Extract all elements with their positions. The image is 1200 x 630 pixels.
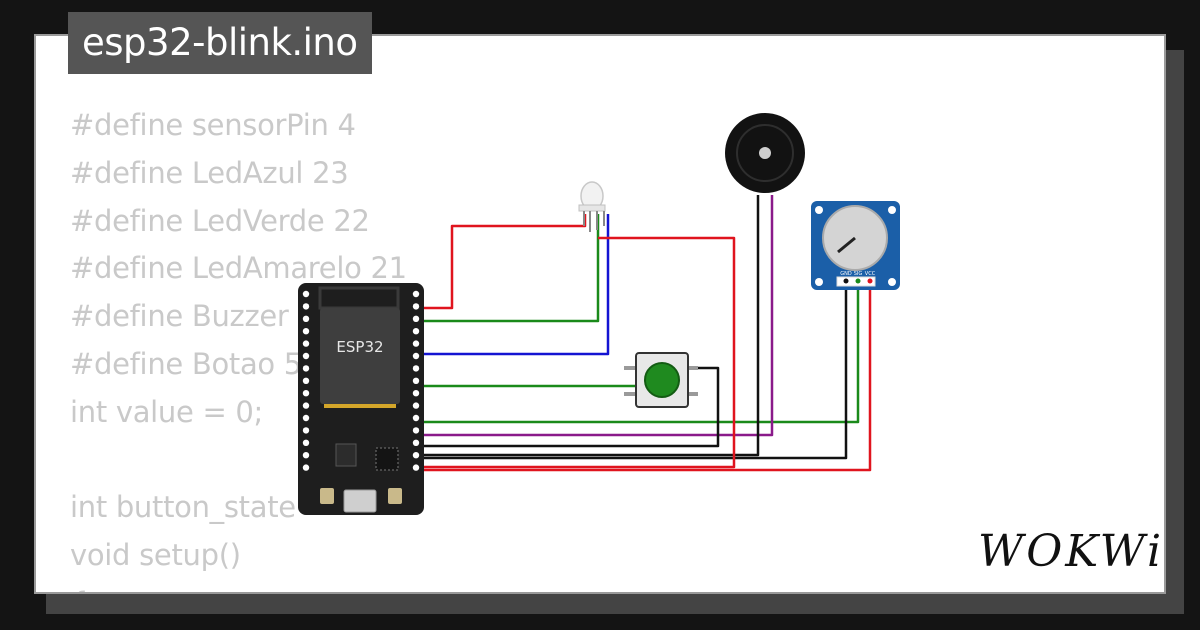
board-pin (302, 377, 310, 384)
code-line: #define LedAmarelo 21 (70, 251, 407, 286)
code-line: { (70, 580, 407, 592)
wire-blue-led[interactable] (416, 214, 610, 356)
pot-pin-label-gnd: GND (840, 271, 852, 277)
pot-pin (855, 278, 861, 284)
buzzer-hole (759, 147, 771, 159)
code-line: #define LedAzul 23 (70, 155, 349, 190)
esp32-module (320, 308, 400, 404)
board-pin (412, 328, 420, 335)
pot-pin (867, 278, 873, 284)
reset-button[interactable] (388, 488, 402, 504)
potentiometer[interactable]: GND SIG VCC (811, 201, 900, 290)
button-leg (686, 366, 698, 370)
pin-header-left (302, 290, 310, 471)
board-pin (302, 303, 310, 310)
board-pin (412, 464, 420, 471)
wire-red-led-return[interactable] (416, 236, 736, 469)
board-pin (412, 352, 420, 360)
board-pin (302, 414, 310, 422)
board-pin (412, 365, 420, 372)
pot-mount-hole (888, 278, 896, 286)
board-pin (412, 414, 420, 422)
wire-red-pot[interactable] (416, 282, 872, 472)
boot-button[interactable] (320, 488, 334, 504)
board-pin (302, 452, 310, 459)
wire-green-led[interactable] (416, 214, 600, 323)
pot-pin-label-vcc: VCC (865, 271, 876, 277)
board-pin (302, 290, 310, 298)
board-pin (412, 439, 420, 446)
board-pin (302, 340, 310, 347)
code-line: #define LedVerde 22 (70, 203, 370, 238)
wires (416, 195, 872, 472)
pot-mount-hole (888, 206, 896, 214)
usb-chip (375, 447, 399, 471)
pot-pin-label-sig: SIG (854, 271, 863, 277)
rgb-led[interactable] (578, 181, 606, 232)
board-pin (412, 390, 420, 397)
button-leg (624, 366, 636, 370)
code-line: #define Buzzer (70, 299, 289, 334)
pot-mount-hole (815, 278, 823, 286)
board-pin (302, 315, 310, 322)
voltage-regulator (335, 443, 357, 467)
pot-mount-hole (815, 206, 823, 214)
button-cap[interactable] (644, 362, 680, 398)
board-pin (302, 402, 310, 409)
board-pin (302, 328, 310, 335)
button-leg (686, 392, 698, 396)
board-pin (412, 377, 420, 384)
push-button[interactable] (624, 352, 698, 408)
wire-black-button[interactable] (416, 366, 720, 448)
board-pin (302, 464, 310, 471)
button-leg (624, 392, 636, 396)
wire-black-pot[interactable] (416, 282, 848, 460)
led-rim (578, 204, 606, 212)
board-pin (302, 365, 310, 372)
pot-pointer (837, 236, 856, 254)
code-line: #define sensorPin 4 (70, 108, 356, 142)
wokwi-logo: WOKWi (978, 526, 1165, 577)
esp32-board[interactable]: ESP32 (298, 283, 424, 515)
preview-card: #define sensorPin 4 #define LedAzul 23 #… (34, 34, 1166, 594)
buzzer-ring (736, 124, 794, 182)
board-pin (302, 439, 310, 446)
board-pin (412, 427, 420, 434)
board-label: ESP32 (336, 338, 383, 356)
board-pin (302, 427, 310, 434)
buzzer[interactable] (725, 113, 805, 193)
code-listing: #define sensorPin 4 #define LedAzul 23 #… (70, 102, 407, 592)
file-title-tab: esp32-blink.ino (68, 12, 372, 74)
pin-header-right (412, 290, 420, 471)
code-line: #define Botao 5 (70, 346, 302, 381)
board-pin (302, 390, 310, 397)
board-pin (412, 303, 420, 310)
code-line: int button_state (70, 490, 296, 525)
board-pin (412, 452, 420, 459)
board-pin (412, 290, 420, 298)
board-pin (412, 315, 420, 322)
board-pin (412, 340, 420, 347)
code-line: int value = 0; (70, 394, 263, 429)
wire-black-buzzer[interactable] (416, 195, 760, 457)
board-pin (302, 352, 310, 360)
wire-red-led[interactable] (416, 214, 587, 310)
code-line: void setup() (70, 538, 241, 573)
board-pin (412, 402, 420, 409)
wire-purple-buzzer[interactable] (416, 195, 774, 437)
pot-pin (843, 278, 849, 284)
usb-port[interactable] (343, 489, 377, 513)
wire-green-pot[interactable] (416, 282, 860, 424)
module-pads (324, 404, 396, 408)
